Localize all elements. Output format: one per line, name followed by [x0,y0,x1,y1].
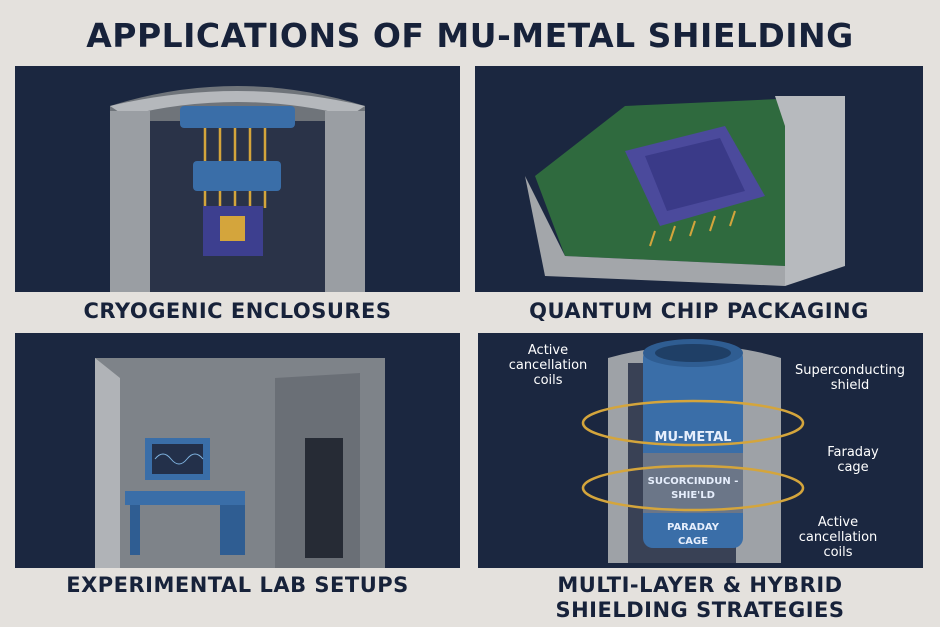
label-active-coils-bottom: Active cancellation coils [798,515,878,560]
multilayer-shielding-illustration: Active cancellation coils Superconductin… [478,333,923,568]
layer-faraday: PARADAY CAGE [667,522,719,547]
cryogenic-enclosure-illustration [15,66,460,292]
chip-packaging-illustration [475,66,923,292]
lab-setup-illustration [15,333,460,568]
caption-lab-setups: EXPERIMENTAL LAB SETUPS [66,573,409,597]
layer-superconducting: SUCORCINDUN - SHIE'LD [647,476,739,501]
label-superconducting-shield: Superconducting shield [795,363,905,393]
caption-chip-packaging: QUANTUM CHIP PACKAGING [529,299,869,323]
label-active-coils-top: Active cancellation coils [508,343,588,388]
coil-ring [581,464,805,512]
layer-mu-metal: MU-METAL [654,430,732,445]
coil-ring [581,399,805,447]
label-faraday-cage: Faraday cage [827,445,879,475]
caption-cryogenic: CRYOGENIC ENCLOSURES [83,299,392,323]
page-title: APPLICATIONS OF MU-METAL SHIELDING [86,16,854,55]
caption-multilayer: MULTI-LAYER & HYBRID SHIELDING STRATEGIE… [555,573,845,622]
